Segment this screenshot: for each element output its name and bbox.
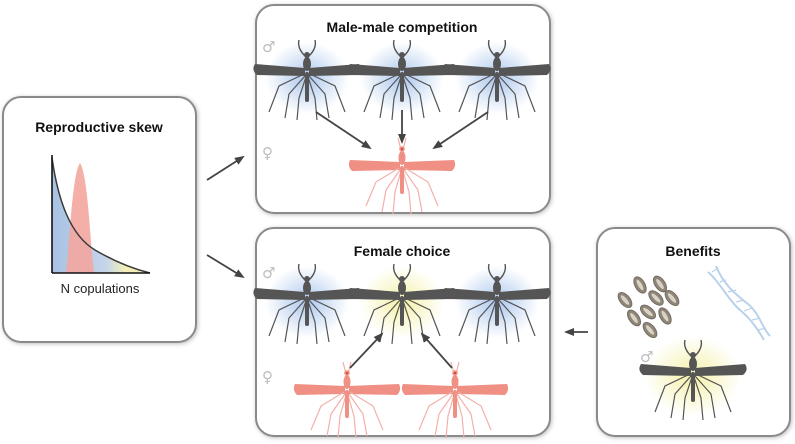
skew-curve-line	[51, 157, 151, 274]
competition-title: Male-male competition	[327, 19, 478, 35]
male-symbol: ♂	[262, 264, 275, 282]
skew-chart	[51, 155, 151, 274]
female-symbol: ♀	[262, 368, 273, 386]
x-axis-label: N copulations	[61, 281, 140, 296]
reproductive-skew-title: Reproductive skew	[35, 119, 163, 135]
arrow-icon	[432, 111, 489, 150]
benefits-title: Benefits	[665, 243, 720, 259]
skew-red-area	[66, 163, 94, 273]
male-symbol: ♂	[262, 38, 275, 56]
male-male-competition-panel: Male-male competition ♂ ♀	[252, 4, 552, 215]
arrow-icon	[420, 332, 453, 369]
female-choice-title: Female choice	[354, 243, 451, 259]
female-choice-panel: Female choice ♂ ♀	[252, 227, 552, 439]
arrow-icon	[349, 332, 384, 369]
arrow-icon	[315, 111, 372, 150]
arrow-to-choice	[206, 254, 245, 279]
arrow-to-competition	[206, 155, 245, 181]
reproductive-skew-panel: Reproductive skew N copulations	[2, 96, 197, 343]
dna-icon	[707, 265, 771, 341]
benefits-panel: Benefits ♂	[596, 227, 791, 437]
female-symbol: ♀	[262, 144, 273, 162]
